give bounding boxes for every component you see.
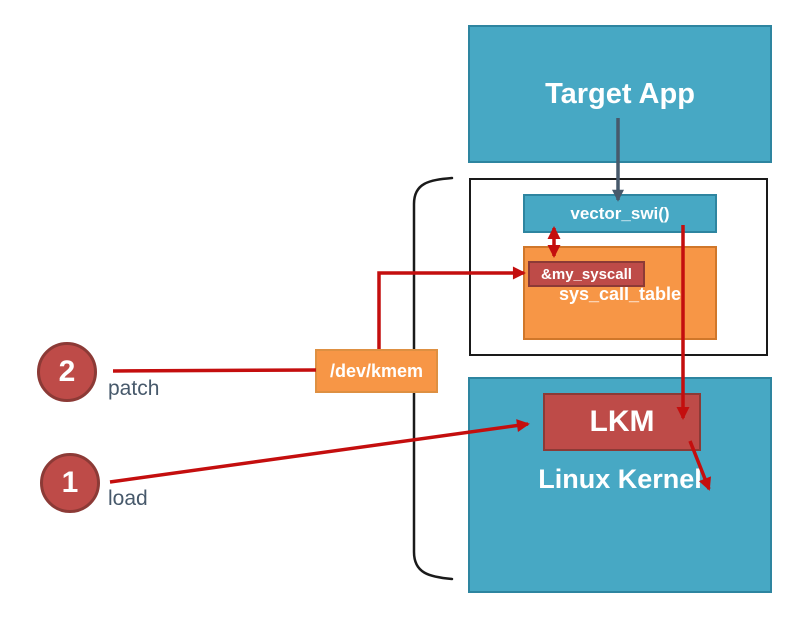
load-label: load [108, 487, 148, 510]
lkm-label: LKM [589, 405, 655, 438]
load-arrow [109, 419, 530, 484]
dev-kmem-box: /dev/kmem [315, 349, 438, 393]
sys-call-table-label: sys_call_table [558, 284, 682, 304]
vector-swi-box: vector_swi() [523, 194, 717, 233]
step-2-number: 2 [58, 355, 76, 388]
dev-kmem-label: /dev/kmem [329, 360, 424, 381]
patch-label: patch [108, 377, 160, 400]
linux-kernel-label: Linux Kernel [538, 464, 702, 494]
lkm-box: LKM [543, 393, 701, 451]
my-syscall-box: &my_syscall [528, 261, 645, 287]
step-2-badge: 2 [37, 342, 97, 402]
step-1-number: 1 [61, 466, 79, 499]
linux-kernel-box [468, 377, 772, 593]
vector-swi-label: vector_swi() [570, 203, 670, 223]
patch-line [112, 368, 317, 373]
step-1-badge: 1 [40, 453, 100, 513]
target-app-box: Target App [468, 25, 772, 163]
my-syscall-label: &my_syscall [541, 265, 632, 283]
target-app-label: Target App [545, 77, 695, 110]
